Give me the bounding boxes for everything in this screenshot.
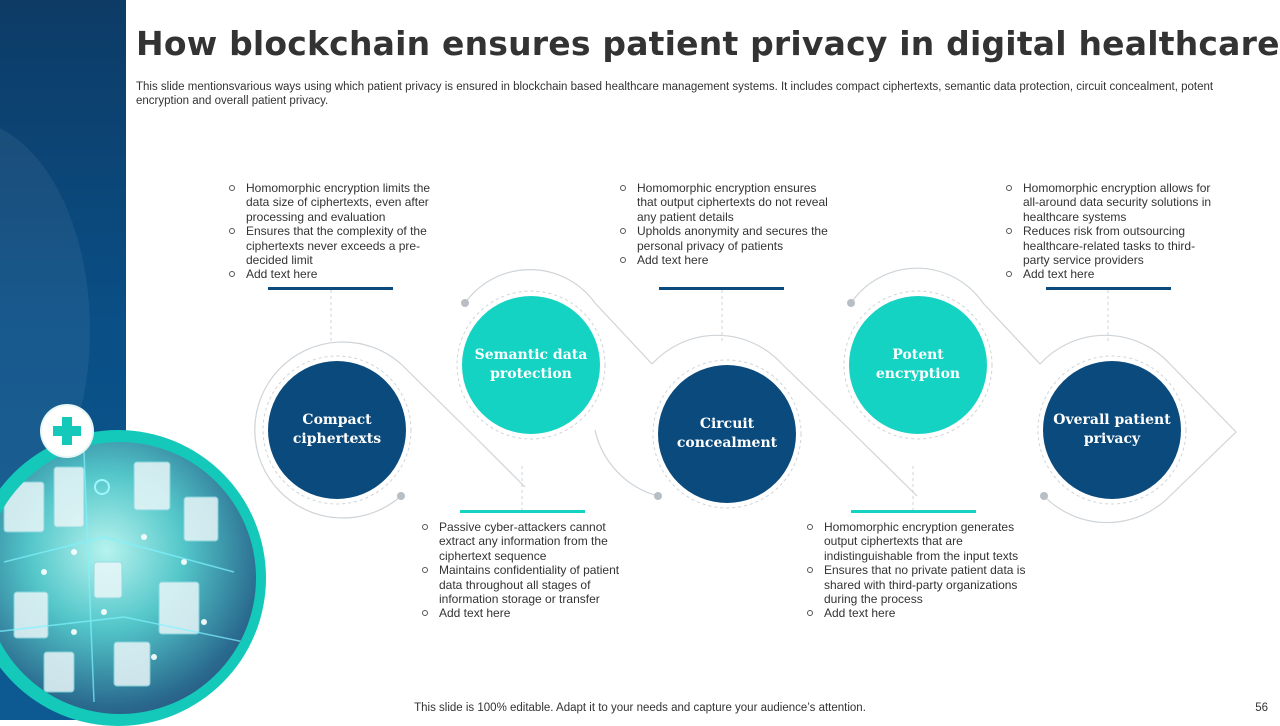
illustration-inner bbox=[0, 442, 256, 714]
bullet-item: Maintains confidentiality of patient dat… bbox=[421, 563, 631, 606]
page-number: 56 bbox=[1255, 702, 1268, 714]
bullets-potent-encryption: Homomorphic encryption generates output … bbox=[806, 520, 1026, 621]
bullet-item: Passive cyber-attackers cannot extract a… bbox=[421, 520, 631, 563]
slide-title: How blockchain ensures patient privacy i… bbox=[136, 24, 1280, 63]
bullet-item: Add text here bbox=[1005, 267, 1220, 281]
bullet-item: Upholds anonymity and secures the person… bbox=[619, 224, 831, 253]
node-label: Overall patient privacy bbox=[1053, 412, 1171, 447]
accent-bar-compact bbox=[268, 287, 393, 290]
bullet-item: Homomorphic encryption allows for all-ar… bbox=[1005, 181, 1220, 224]
bullet-item: Homomorphic encryption generates output … bbox=[806, 520, 1026, 563]
bullets-semantic-data-protection: Passive cyber-attackers cannot extract a… bbox=[421, 520, 631, 621]
node-label: Compact ciphertexts bbox=[292, 412, 382, 447]
medical-cross-icon bbox=[53, 417, 81, 445]
bullet-item: Ensures that the complexity of the ciphe… bbox=[228, 224, 440, 267]
bullet-item: Add text here bbox=[421, 606, 631, 620]
bullet-item: Homomorphic encryption limits the data s… bbox=[228, 181, 440, 224]
bullet-item: Add text here bbox=[806, 606, 1026, 620]
bullet-item: Homomorphic encryption ensures that outp… bbox=[619, 181, 831, 224]
node-overall-patient-privacy: Overall patient privacy bbox=[1043, 361, 1181, 499]
node-circuit-concealment: Circuit concealment bbox=[658, 365, 796, 503]
bullet-item: Ensures that no private patient data is … bbox=[806, 563, 1026, 606]
accent-bar-semantic bbox=[460, 510, 585, 513]
node-compact-ciphertexts: Compact ciphertexts bbox=[268, 361, 406, 499]
slide-subtitle: This slide mentionsvarious ways using wh… bbox=[136, 81, 1214, 107]
accent-bar-overall bbox=[1046, 287, 1171, 290]
accent-bar-circuit bbox=[659, 287, 784, 290]
bullet-item: Add text here bbox=[228, 267, 440, 281]
bullets-compact-ciphertexts: Homomorphic encryption limits the data s… bbox=[228, 181, 440, 282]
isometric-hospital-graphic bbox=[0, 451, 245, 703]
accent-bar-potent bbox=[851, 510, 976, 513]
node-label: Potent encryption bbox=[875, 347, 961, 382]
bullet-item: Reduces risk from outsourcing healthcare… bbox=[1005, 224, 1220, 267]
bullets-circuit-concealment: Homomorphic encryption ensures that outp… bbox=[619, 181, 831, 267]
bullet-item: Add text here bbox=[619, 253, 831, 267]
bullets-overall-patient-privacy: Homomorphic encryption allows for all-ar… bbox=[1005, 181, 1220, 282]
healthcare-city-illustration bbox=[0, 430, 266, 726]
node-potent-encryption: Potent encryption bbox=[849, 296, 987, 434]
node-semantic-data-protection: Semantic data protection bbox=[462, 296, 600, 434]
node-label: Circuit concealment bbox=[676, 416, 778, 451]
node-label: Semantic data protection bbox=[474, 347, 588, 382]
slide-footer: This slide is 100% editable. Adapt it to… bbox=[414, 702, 866, 714]
medical-cross-badge bbox=[42, 406, 92, 456]
